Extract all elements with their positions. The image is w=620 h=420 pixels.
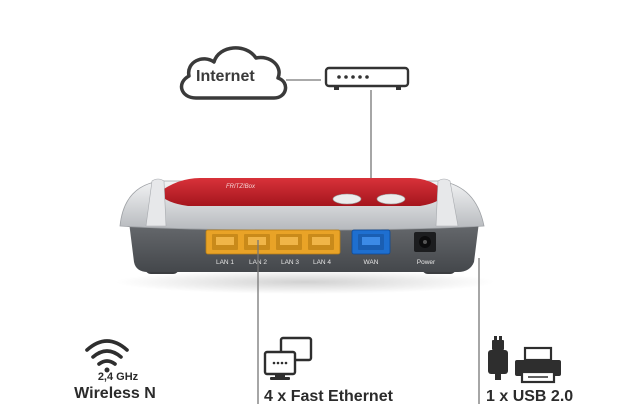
ethernet-computers-icon xyxy=(263,336,313,380)
usb-label: 1 x USB 2.0 xyxy=(486,388,574,405)
router-device: FRITZ!Box xyxy=(119,178,485,274)
router-brand-logo: FRITZ!Box xyxy=(226,184,256,190)
cloud-icon xyxy=(179,46,288,100)
router-shadow xyxy=(115,270,495,294)
internet-label: Internet xyxy=(196,68,255,85)
wifi-icon xyxy=(85,339,129,373)
usb-plug-icon xyxy=(488,336,508,380)
port-label-wan: WAN xyxy=(364,259,379,266)
port-label-lan3: LAN 3 xyxy=(281,259,299,266)
port-label-power: Power xyxy=(417,259,436,266)
port-label-lan4: LAN 4 xyxy=(313,259,331,266)
ethernet-label: 4 x Fast Ethernet xyxy=(264,388,393,405)
port-label-lan1: LAN 1 xyxy=(216,259,234,266)
wifi-band-label: 2,4 GHz xyxy=(97,371,139,383)
modem-icon xyxy=(324,66,410,90)
printer-icon xyxy=(515,346,561,384)
wifi-standard-label: Wireless N xyxy=(74,385,156,402)
